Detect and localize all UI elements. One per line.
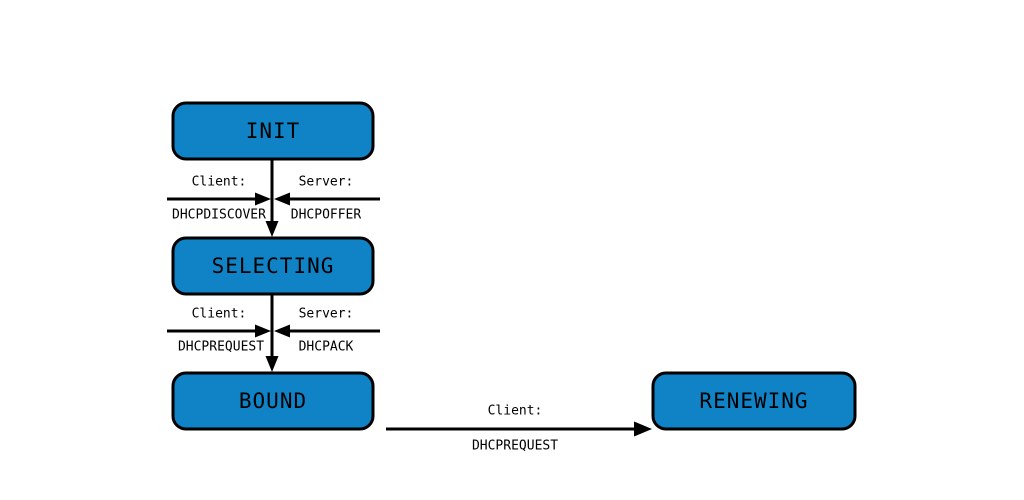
- server-actor-label: Server:: [299, 175, 354, 190]
- state-box-shape[interactable]: [171, 371, 375, 431]
- state-node-init[interactable]: INIT: [171, 101, 375, 161]
- arrowhead-down-icon: [265, 356, 279, 372]
- server-message-label: DHCPOFFER: [291, 208, 362, 223]
- client-message-label: DHCPREQUEST: [472, 439, 558, 454]
- client-message-label: DHCPREQUEST: [178, 340, 264, 355]
- arrowhead-right-icon: [255, 192, 271, 206]
- client-actor-label: Client:: [488, 404, 543, 419]
- state-label: SELECTING: [212, 254, 335, 278]
- client-message-label: DHCPDISCOVER: [172, 208, 266, 223]
- state-node-selecting[interactable]: SELECTING: [171, 236, 375, 296]
- state-box-shape[interactable]: [171, 101, 375, 161]
- server-message-label: DHCPACK: [299, 340, 354, 355]
- client-actor-label: Client:: [192, 175, 247, 190]
- arrowhead-right-icon: [634, 421, 652, 437]
- transition-selecting-to-bound: Client: DHCPREQUEST Server: DHCPACK: [167, 294, 380, 372]
- arrowhead-left-icon: [274, 324, 290, 338]
- state-label: INIT: [246, 119, 301, 143]
- client-actor-label: Client:: [192, 307, 247, 322]
- transition-init-to-selecting: Client: DHCPDISCOVER Server: DHCPOFFER: [167, 159, 380, 237]
- arrowhead-left-icon: [274, 192, 290, 206]
- arrowhead-down-icon: [265, 221, 279, 237]
- transition-bound-to-renewing: Client: DHCPREQUEST: [386, 404, 652, 454]
- state-node-bound[interactable]: BOUND: [171, 371, 375, 431]
- arrowhead-right-icon: [255, 324, 271, 338]
- state-label: RENEWING: [699, 389, 808, 413]
- state-label: BOUND: [239, 389, 307, 413]
- state-node-renewing[interactable]: RENEWING: [651, 371, 857, 431]
- server-actor-label: Server:: [299, 307, 354, 322]
- state-box-shape[interactable]: [651, 371, 857, 431]
- state-box-shape[interactable]: [171, 236, 375, 296]
